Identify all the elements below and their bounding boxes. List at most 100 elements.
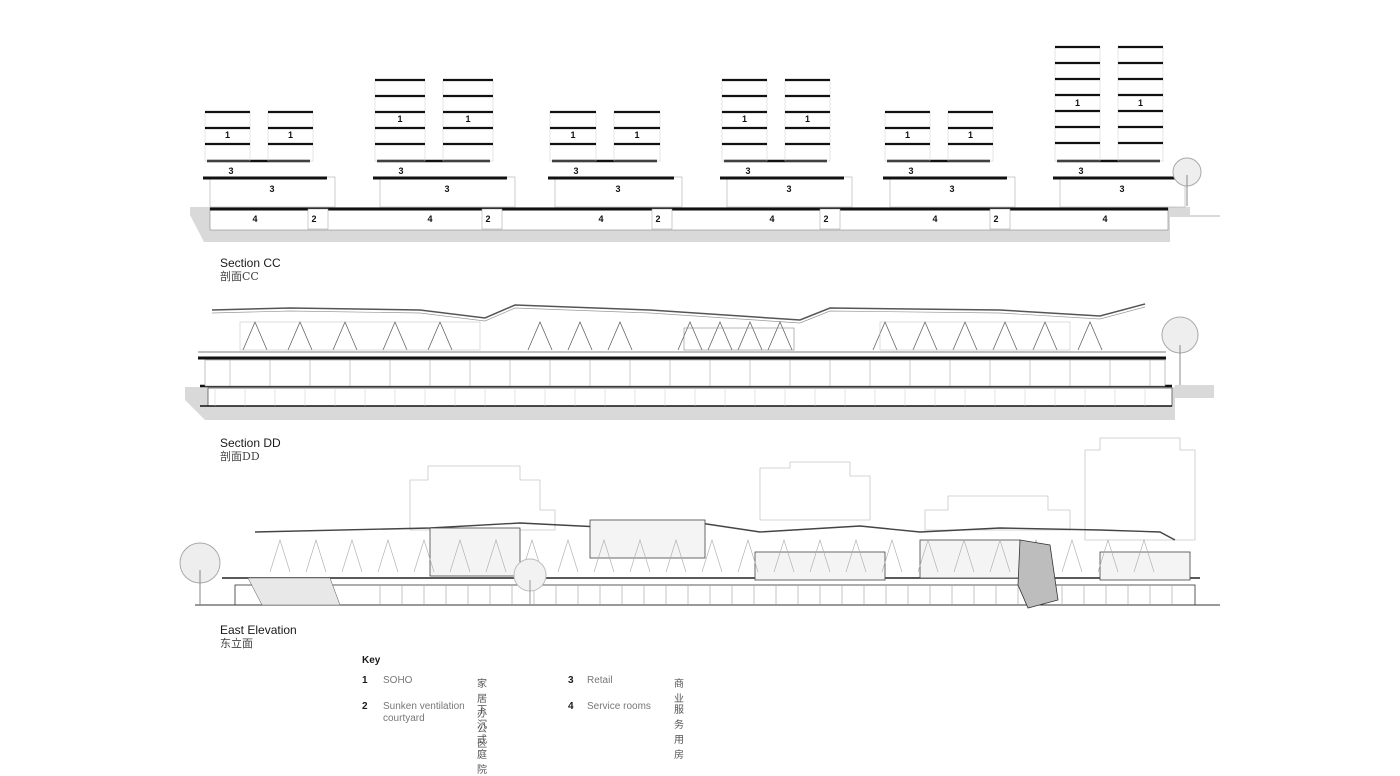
label-soho: 1 — [1075, 98, 1080, 108]
roof-truss — [767, 320, 793, 351]
label-retail: 3 — [786, 184, 791, 194]
legend-num-3: 3 — [568, 675, 574, 686]
tree-icon — [513, 558, 547, 605]
facade-truss — [917, 538, 939, 573]
courtyard-void — [307, 208, 329, 230]
facade-truss — [809, 538, 831, 573]
roof-truss — [737, 320, 763, 351]
label-service: 4 — [598, 214, 603, 224]
background-towers — [409, 437, 1196, 541]
facade-truss — [377, 538, 399, 573]
retail-block — [209, 176, 336, 208]
facade-truss — [1133, 538, 1155, 573]
label-retail: 3 — [745, 166, 750, 176]
facade-truss — [629, 538, 651, 573]
label-retail: 3 — [908, 166, 913, 176]
facade-truss — [593, 538, 615, 573]
label-soho: 1 — [288, 130, 293, 140]
label-retail: 3 — [573, 166, 578, 176]
label-retail: 3 — [615, 184, 620, 194]
climbing-wall — [1017, 539, 1059, 609]
roof-truss — [677, 320, 703, 351]
label-service: 4 — [427, 214, 432, 224]
east-elevation-subtitle: 东立面 — [220, 637, 253, 650]
section-cc-towers — [203, 45, 1186, 208]
label-soho: 1 — [225, 130, 230, 140]
east-elevation-title: East Elevation — [220, 623, 297, 637]
roof-truss — [427, 320, 453, 351]
label-service: 4 — [1102, 214, 1107, 224]
volume-block — [589, 519, 706, 559]
label-service: 4 — [252, 214, 257, 224]
roof-truss — [242, 320, 268, 351]
section-dd — [185, 303, 1214, 420]
legend-zh-retail: 商业 — [674, 679, 684, 705]
legend-title: Key — [362, 655, 381, 666]
facade-truss — [773, 538, 795, 573]
roof-truss — [707, 320, 733, 351]
east-elevation-structure — [269, 519, 1191, 604]
facade-truss — [845, 538, 867, 573]
legend-label-courtyard: Sunken ventilation courtyard — [383, 701, 465, 724]
facade-truss — [269, 538, 291, 573]
label-soho: 1 — [742, 114, 747, 124]
courtyard-void — [819, 208, 841, 230]
volume-block — [754, 551, 886, 581]
facade-truss — [413, 538, 435, 573]
sunken-courtyards — [307, 208, 1011, 230]
legend-num-2: 2 — [362, 701, 368, 712]
facade-truss — [881, 538, 903, 573]
courtyard-void — [989, 208, 1011, 230]
legend-num-4: 4 — [568, 701, 574, 712]
label-retail: 3 — [398, 166, 403, 176]
label-service: 4 — [932, 214, 937, 224]
roof-hall — [683, 327, 795, 351]
facade-truss — [449, 538, 471, 573]
label-retail: 3 — [949, 184, 954, 194]
facade-truss — [1061, 538, 1083, 573]
roof-truss — [527, 320, 553, 351]
label-retail: 3 — [269, 184, 274, 194]
stair — [247, 577, 341, 606]
east-elevation-caption: East Elevation 东立面 — [220, 623, 297, 650]
east-elevation-roof — [254, 522, 1176, 541]
section-dd-title: Section DD — [220, 436, 281, 450]
label-courtyard: 2 — [485, 214, 490, 224]
facade-truss — [341, 538, 363, 573]
section-cc-subtitle: 剖面CC — [220, 270, 259, 283]
roof-truss — [952, 320, 978, 351]
retail-block — [889, 176, 1016, 208]
facade-truss — [1097, 538, 1119, 573]
roof-truss — [332, 320, 358, 351]
label-soho: 1 — [634, 130, 639, 140]
label-soho: 1 — [805, 114, 810, 124]
section-dd-caption: Section DD 剖面DD — [220, 436, 281, 463]
tree-icon — [1172, 157, 1202, 206]
facade-truss — [305, 538, 327, 573]
legend-zh-courtyard: 下沉式庭院 — [477, 705, 487, 776]
courtyard-void — [481, 208, 503, 230]
roof-truss — [607, 320, 633, 351]
label-soho: 1 — [570, 130, 575, 140]
courtyard-void — [651, 208, 673, 230]
roof-truss — [1077, 320, 1103, 351]
legend-zh-soho: 家居办公区 — [477, 679, 487, 750]
roof-truss — [872, 320, 898, 351]
label-retail: 3 — [1119, 184, 1124, 194]
retail-block — [554, 176, 683, 208]
label-retail: 3 — [444, 184, 449, 194]
label-courtyard: 2 — [993, 214, 998, 224]
facade-truss — [737, 538, 759, 573]
label-soho: 1 — [465, 114, 470, 124]
section-cc-basement — [209, 207, 1169, 231]
roof-truss — [912, 320, 938, 351]
volume-block — [429, 527, 521, 577]
roof-truss — [287, 320, 313, 351]
legend-label-soho: SOHO — [383, 675, 413, 686]
legend-num-1: 1 — [362, 675, 368, 686]
retail-block — [726, 176, 853, 208]
roof-truss — [1032, 320, 1058, 351]
